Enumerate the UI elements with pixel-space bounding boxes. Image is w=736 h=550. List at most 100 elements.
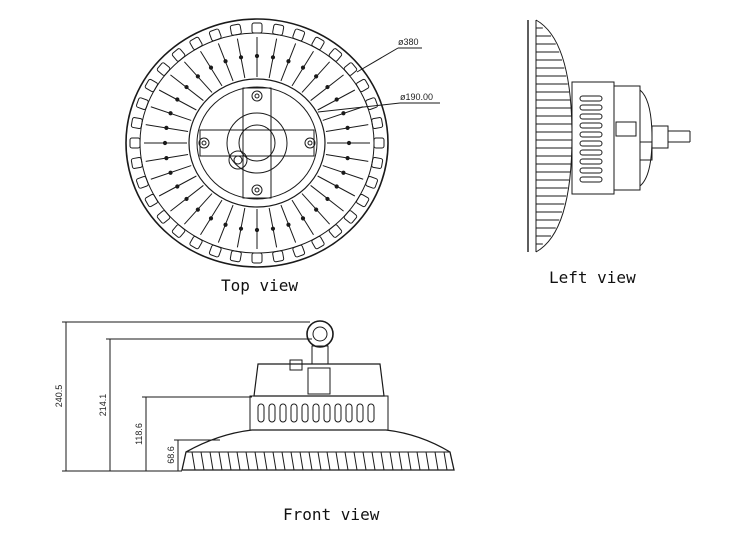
fin-dot <box>254 53 260 59</box>
fin-tip <box>144 193 158 208</box>
vent-slot <box>579 158 603 165</box>
fin-dot <box>164 125 169 130</box>
fin-tip <box>343 210 358 224</box>
heatsink-fin-icon <box>254 451 259 471</box>
fin-tip <box>156 62 171 76</box>
fin-dot <box>184 84 189 90</box>
fin-dot <box>314 74 319 79</box>
vent-slot <box>579 131 603 138</box>
heatsink-fin-icon <box>416 451 421 471</box>
dimension-68-6: 68.6 <box>166 446 176 464</box>
heatsink-fin-icon <box>335 451 340 471</box>
fin-tip <box>156 210 171 224</box>
vent-slot <box>334 403 342 423</box>
fin-tip <box>171 48 186 62</box>
fin-tip <box>171 224 186 238</box>
heatsink-fin-icon <box>290 451 295 471</box>
fin-dot <box>270 226 276 231</box>
heatsink-fin-icon <box>317 451 322 471</box>
fin-tip <box>208 28 222 42</box>
fin-dot <box>346 140 352 146</box>
top-view <box>125 18 440 268</box>
fin-dot <box>195 207 200 212</box>
heatsink-fin-icon <box>398 451 403 471</box>
left-view-vent-slots <box>579 95 603 183</box>
outer-diameter-leader <box>356 47 399 73</box>
fin-dot <box>254 227 260 233</box>
fin-tip <box>208 244 222 258</box>
vent-slot <box>290 403 298 423</box>
fin-dot <box>238 55 244 60</box>
fin-dot <box>334 97 339 102</box>
fin-dot <box>334 184 339 189</box>
heatsink-fin-icon <box>407 451 412 471</box>
top-view-caption: Top view <box>221 276 299 295</box>
fin-dot <box>238 226 244 231</box>
fin-dot <box>300 65 306 70</box>
dimension-240-5: 240.5 <box>54 385 64 408</box>
vent-slot <box>268 403 276 423</box>
inner-diameter-leader <box>317 102 401 113</box>
fin-dot <box>345 156 350 161</box>
fin-dot <box>341 111 346 116</box>
heatsink-fin-icon <box>281 451 286 471</box>
fin-dot <box>168 111 173 116</box>
fin-tip <box>365 97 378 111</box>
fin-tip <box>311 36 325 51</box>
vent-slot <box>323 403 331 423</box>
dimension-118-6: 118.6 <box>134 423 144 445</box>
dimension-214-1: 214.1 <box>98 394 108 417</box>
vent-slot <box>579 176 603 183</box>
fin-dot <box>208 216 214 221</box>
fin-tip <box>356 193 370 208</box>
heatsink-fin-icon <box>245 451 250 471</box>
heatsink-fin-icon <box>200 451 205 471</box>
heatsink-fin-icon <box>344 451 349 471</box>
fin-tip <box>365 175 378 189</box>
heatsink-fin-icon <box>308 451 313 471</box>
fin-tip <box>144 78 158 93</box>
heatsink-fin-icon <box>353 451 358 471</box>
vent-slot <box>579 122 603 129</box>
cable-gland-icon <box>651 125 691 149</box>
fin-tip <box>356 78 370 93</box>
mounting-screw-icon <box>198 90 316 196</box>
fin-tip <box>136 97 149 111</box>
front-dimension-lines <box>62 321 312 472</box>
fin-dot <box>168 170 173 175</box>
fin-tip <box>129 137 141 149</box>
heatsink-fin-icon <box>191 451 196 471</box>
hanging-ring-icon <box>306 320 334 365</box>
vent-slot <box>301 403 309 423</box>
fin-dot <box>175 184 180 189</box>
heatsink-fin-icon <box>443 451 448 471</box>
top-view-fins <box>129 22 385 264</box>
front-view-caption: Front view <box>283 505 380 524</box>
fin-tip <box>292 28 306 42</box>
fin-tip <box>251 22 263 34</box>
heatsink-fin-icon <box>227 451 232 471</box>
left-view-caption: Left view <box>549 268 636 287</box>
heatsink-fin-icon <box>272 451 277 471</box>
front-view-vent-slots <box>257 403 375 423</box>
fin-dot <box>162 140 168 146</box>
fin-dot <box>223 59 228 64</box>
vent-slot <box>579 167 603 174</box>
fin-tip <box>189 235 203 250</box>
front-view <box>62 320 455 472</box>
fin-dot <box>286 222 291 227</box>
heatsink-fin-icon <box>218 451 223 471</box>
fin-dot <box>286 59 291 64</box>
cable-gland-icon <box>228 150 248 170</box>
heatsink-fin-icon <box>236 451 241 471</box>
fin-dot <box>341 170 346 175</box>
vent-slot <box>257 403 265 423</box>
fin-dot <box>195 74 200 79</box>
fin-tip <box>328 48 343 62</box>
fin-dot <box>345 125 350 130</box>
fin-tip <box>373 137 385 149</box>
heatsink-fin-icon <box>326 451 331 471</box>
top-bracket-horizontal <box>199 129 315 157</box>
vent-slot <box>279 403 287 423</box>
